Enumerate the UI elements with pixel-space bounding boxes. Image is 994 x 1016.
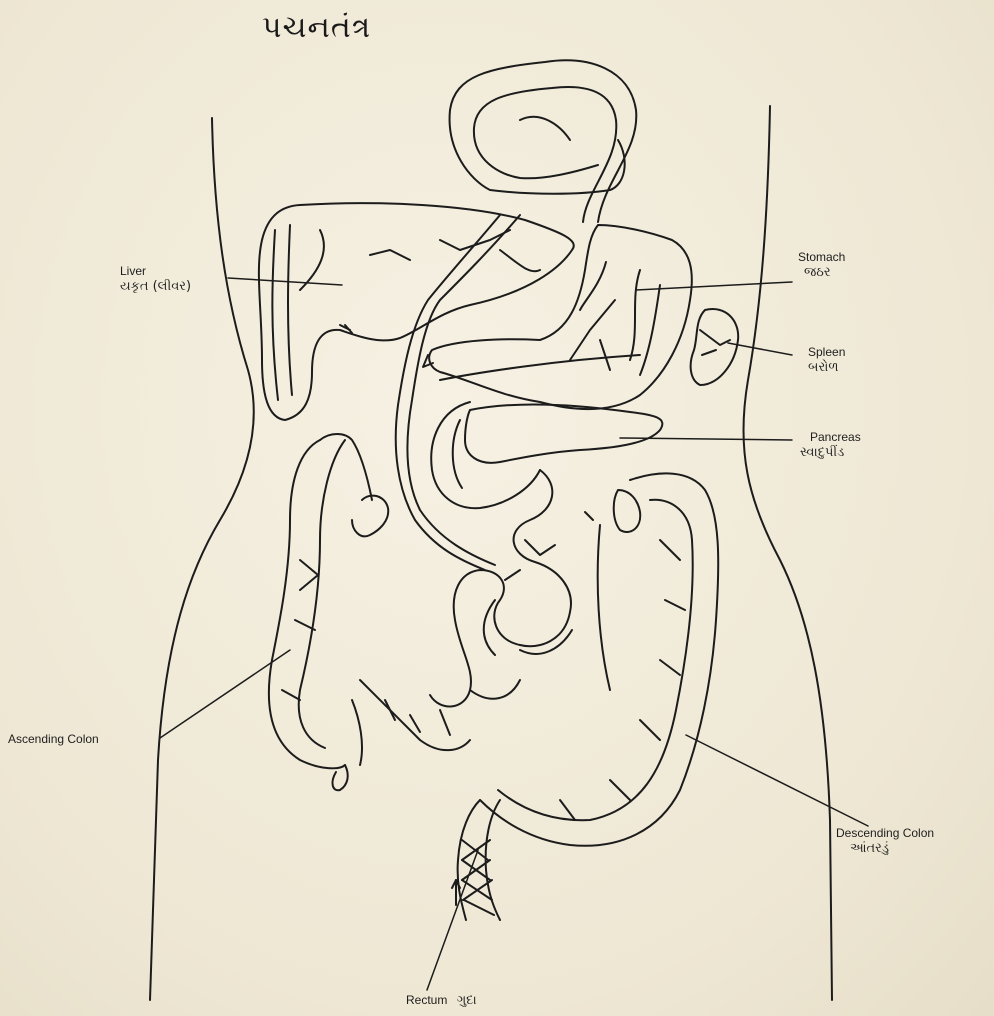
stomach-label-gu: જઠર [798, 265, 845, 281]
esophagus-inner [474, 87, 616, 222]
stomach-label-en: Stomach [798, 250, 845, 265]
liver-label: Liver યકૃત (લીવર) [120, 264, 191, 295]
ascending-colon-label: Ascending Colon [8, 732, 99, 747]
pancreas-label: Pancreas સ્વાદુપીંડ [800, 430, 861, 461]
descending-colon-label: Descending Colon આંતરડું [836, 826, 934, 857]
spleen-leader-line [728, 343, 792, 355]
small-intestine [430, 470, 571, 706]
descending-colon-label-en: Descending Colon [836, 826, 934, 841]
liver-label-en: Liver [120, 264, 191, 279]
pancreas-label-gu: સ્વાદુપીંડ [800, 445, 861, 461]
liver-outline [259, 203, 574, 420]
spleen-label: Spleen બરોળ [808, 345, 845, 376]
spleen-label-gu: બરોળ [808, 360, 845, 376]
pancreas-outline [465, 404, 662, 462]
pancreas-label-en: Pancreas [800, 430, 861, 445]
rectum-leader-line [427, 850, 478, 990]
liver-leader-line [228, 278, 342, 285]
spleen-outline [691, 309, 739, 385]
stomach-label: Stomach જઠર [798, 250, 845, 281]
body-outline-left [150, 118, 254, 1000]
descending-colon-label-gu: આંતરડું [836, 841, 934, 857]
rectum-label-gu: ગુદા [457, 993, 477, 1008]
spleen-label-en: Spleen [808, 345, 845, 360]
descending-colon-leader-line [686, 735, 868, 826]
liver-label-gu: યકૃત (લીવર) [120, 279, 191, 295]
rectum-label: Rectum ગુદા [406, 993, 477, 1009]
rectum-label-en: Rectum [406, 993, 447, 1007]
ascending-colon [269, 440, 345, 768]
ascending-colon-label-en: Ascending Colon [8, 732, 99, 747]
body-outline-right [743, 106, 832, 1000]
duodenum [431, 402, 540, 508]
ascending-colon-leader-line [160, 650, 290, 738]
portal-vessel [407, 215, 520, 565]
esophagus [450, 60, 637, 222]
